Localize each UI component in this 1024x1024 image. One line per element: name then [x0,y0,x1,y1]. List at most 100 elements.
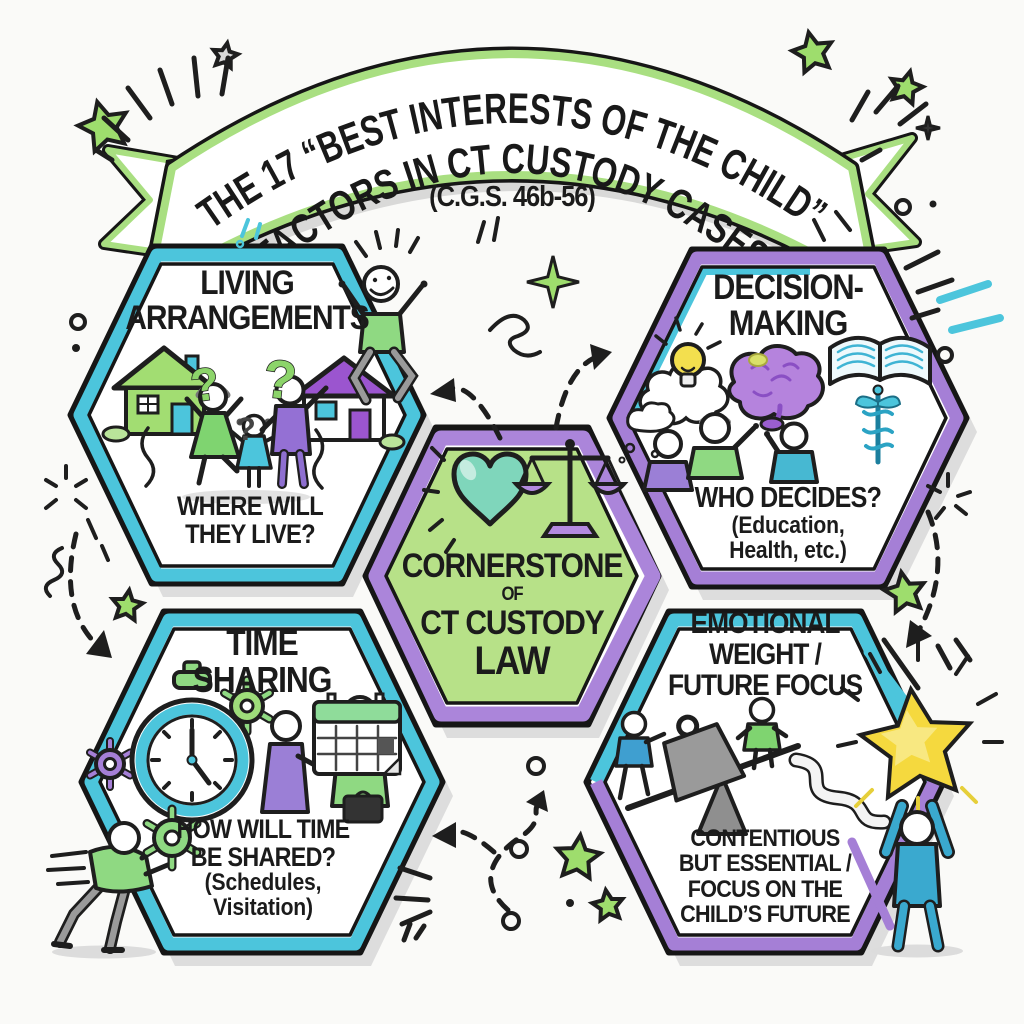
figures-shadow [182,490,310,504]
title-line: ARRANGEMENTS [125,299,369,338]
doodle-star-icon [887,68,926,106]
ray-cluster [849,83,929,163]
title-line: FUTURE FOCUS [667,669,863,703]
spiral-doodle [488,313,542,358]
brain-icon [727,344,825,432]
doodle-star-icon [554,833,602,879]
dash-trail [86,518,110,562]
path-squiggle [312,428,325,490]
title-line: DECISION- [713,268,864,307]
time-sharing-icons [86,660,402,824]
weight-icon [662,714,747,803]
loop-circle [509,839,529,859]
calendar-icon [312,692,402,776]
gear-icon [142,804,202,872]
doodle-star-icon [789,28,836,73]
time-sharing-caption: HOW WILL TIME BE SHARED? (Schedules, Vis… [135,815,390,922]
father-figure [259,374,329,489]
caption-line: CONTENTIOUS [690,825,840,852]
squiggle [43,546,65,598]
gear-icon [86,737,134,791]
caption-line: WHERE WILL [176,491,324,521]
figure-holding-star [838,640,1002,958]
title-line: SHARING [192,659,333,701]
ray-cluster [393,865,433,943]
doodle-star-icon [73,95,133,153]
teal-pointing-figure [764,421,819,484]
banner-statute: (C.G.S. 46b-56) [371,182,653,212]
center-line: CORNERSTONE [401,547,624,585]
dashed-arrow [488,801,541,913]
caption-line: (Schedules, [204,869,322,897]
caption-line: BE SHARED? [190,841,336,872]
center-line: LAW [474,639,550,684]
dot-circle [526,756,546,776]
sun-rays [422,446,456,554]
ray-cluster [93,55,231,163]
green-standing-figure [735,696,789,771]
center-line: CT CUSTODY [420,604,604,643]
sparkle-icon [916,116,940,140]
caption-line: THEY LIVE? [185,519,316,550]
title-line: WEIGHT / [709,638,822,672]
statute-line: (C.G.S. 46b-56) [429,181,596,213]
briefcase-icon [342,790,384,824]
dot-circle [894,198,912,216]
dot [566,899,574,907]
question-mark: ? [236,411,256,447]
caption-line: FOCUS ON THE [687,875,843,903]
title-line: LIVING [200,264,294,302]
dot-circle [501,911,521,931]
caption-line: (Education, [731,511,845,539]
caduceus-icon [854,384,902,465]
caption-line: BUT ESSENTIAL / [678,850,852,878]
open-book-icon [828,336,932,386]
caption-line: CHILD’S FUTURE [680,901,851,929]
scales-of-justice-icon [511,439,629,538]
stopwatch-icon [129,660,255,823]
mini-cloud-icon [618,401,676,464]
green-house-icon [101,345,217,443]
doodle-star-icon [110,588,144,621]
purple-person-figure [642,429,694,492]
speed-lines [46,850,90,886]
decision-making-title: DECISION- MAKING [658,268,918,344]
winding-road-icon [788,752,892,830]
caption-line: Visitation) [213,894,313,922]
living-arrangements-caption: WHERE WILL THEY LIVE? [129,492,372,548]
sparkle-icon [527,256,579,308]
emotional-weight-title: EMOTIONAL WEIGHT / FUTURE FOCUS [636,608,895,702]
dot [72,344,80,352]
small-dashes [476,210,852,244]
living-arrangements-icons: ? ? ? [101,345,406,504]
decision-making-caption: WHO DECIDES? (Education, Health, etc.) [660,482,917,564]
child-figure [230,413,278,488]
cornerstone-text: CORNERSTONE OF CT CUSTODY LAW [399,547,624,684]
title-line: TIME [226,622,299,663]
gear-icon [220,675,274,737]
title-line: EMOTIONAL [690,607,841,640]
hexagon-cornerstone [362,424,669,738]
emotional-weight-caption: CONTENTIOUS BUT ESSENTIAL / FOCUS ON THE… [637,826,892,928]
title-line: MAKING [728,304,849,344]
star-rays [836,638,1004,748]
ray-cluster [903,249,955,321]
caption-line: WHO DECIDES? [694,482,882,514]
dashed-arrows [67,355,941,913]
doodle-star-icon [591,888,625,921]
emotional-weight-icons [614,696,892,836]
cyan-accent-lines [936,280,1004,334]
dashed-arrow [915,509,941,635]
path-squiggle [140,426,156,488]
doodle-decorations [43,28,1004,943]
question-mark: ? [260,349,299,412]
cyan-droplets [240,218,262,240]
caption-line: Health, etc.) [729,536,847,564]
center-line: OF [501,584,523,606]
dashed-arrow [67,531,101,649]
dot-circle [936,346,954,364]
arrowheads [86,344,932,848]
sparkle-burst [926,472,972,520]
